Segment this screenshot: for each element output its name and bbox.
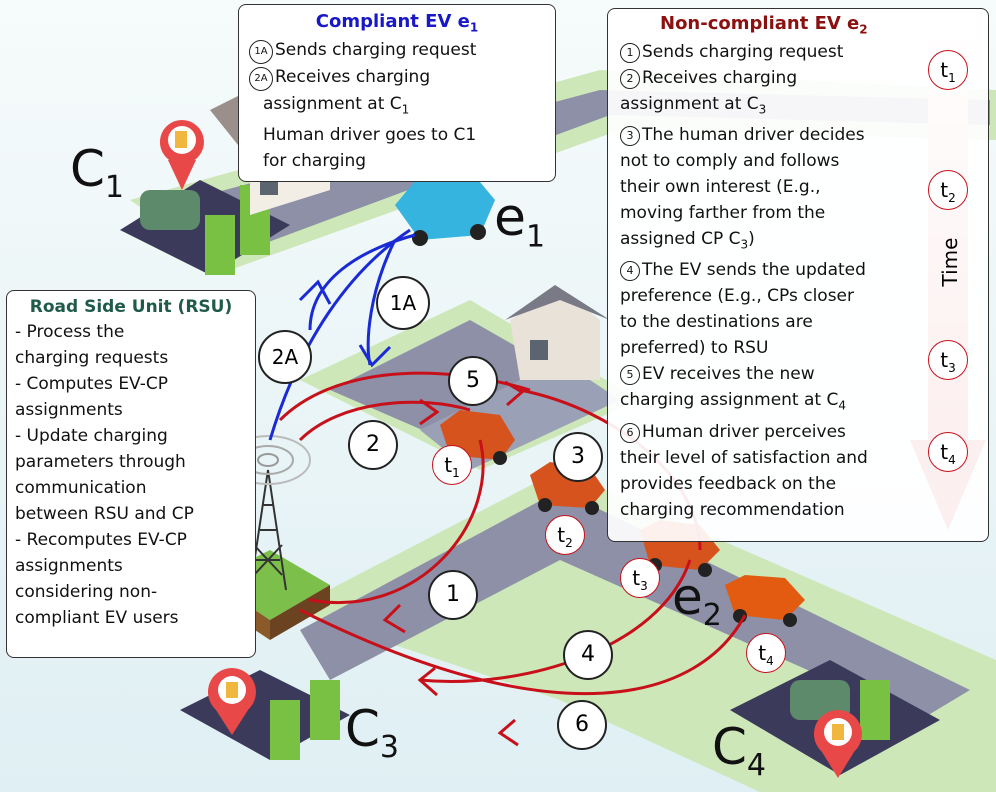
nc-step-2-cont: assignment at C3 [620,93,767,116]
car-time-t4: t4 [746,633,786,673]
path-label-1: 1 [428,570,478,620]
nc-step-3-line-3: their own interest (E.g., [620,176,821,197]
rsu-line: charging requests [15,348,169,368]
nc-step-3-line-5: assigned CP C3) [620,228,755,252]
timeline-t2: t2 [928,170,968,210]
rsu-line: assignments [15,400,123,420]
rsu-box: Road Side Unit (RSU) - Process the charg… [6,290,256,658]
rsu-line: considering non- [15,582,158,602]
nc-step-3-line-2: not to comply and follows [620,150,840,171]
path-label-2a: 2A [258,330,312,384]
label-c1: C1 [70,140,125,205]
label-e2: e2 [672,568,722,633]
car-e1 [395,170,495,246]
nc-step-6-line-4: charging recommendation [620,499,845,520]
rsu-line: communication [15,478,147,498]
timeline-t3: t3 [928,340,968,380]
nc-step-6-line-2: their level of satisfaction and [620,447,868,468]
path-label-3: 3 [553,432,603,482]
rsu-line: - Computes EV-CP [15,374,168,394]
car-time-t1: t1 [432,445,472,485]
label-c3: C3 [345,700,400,765]
path-label-6: 6 [557,700,607,750]
compliant-line-4: Human driver goes to C1 [263,124,477,145]
step-badge-1a: 1A [249,39,273,64]
compliant-step-2a-cont: assignment at C1 [263,93,410,116]
path-label-2: 2 [348,420,398,470]
car-e2-t4 [725,575,805,627]
nc-step-6-line-3: provides feedback on the [620,473,837,494]
charging-station-c3 [180,668,350,760]
rsu-line: between RSU and CP [15,504,194,524]
house-middle [505,285,610,380]
rsu-line: compliant EV users [15,608,179,628]
path-label-1a: 1A [376,276,430,330]
compliant-line-5: for charging [263,150,367,171]
nc-step-5-line-2: charging assignment at C4 [620,390,846,413]
charging-station-c4 [730,660,940,778]
label-e1: e1 [494,188,546,255]
rsu-line: parameters through [15,452,186,472]
time-label: Time [938,237,962,287]
rsu-line: assignments [15,556,123,576]
rsu-line: - Process the [15,322,125,342]
noncompliant-ev-title: Non-compliant EV e2 [660,13,868,37]
nc-step-4-line-4: preferred) to RSU [620,338,769,359]
timeline-t4: t4 [928,432,968,472]
path-label-4: 4 [563,630,613,680]
blue-paths [268,228,416,441]
nc-step-4-line-2: preference (E.g., CPs closer [620,286,855,307]
car-time-t2: t2 [545,515,585,555]
nc-step-4-line-3: to the destinations are [620,312,813,333]
path-label-5: 5 [448,356,498,406]
rsu-line: - Update charging [15,426,168,446]
nc-step-3-line-4: moving farther from the [620,202,826,223]
step-badge-2a: 2A [249,66,273,91]
compliant-ev-title: Compliant EV e1 [315,11,479,35]
timeline-t1: t1 [928,50,968,90]
rsu-title: Road Side Unit (RSU) [29,297,233,317]
car-time-t3: t3 [620,558,660,598]
rsu-line: - Recomputes EV-CP [15,530,187,550]
label-c4: C4 [712,718,767,783]
